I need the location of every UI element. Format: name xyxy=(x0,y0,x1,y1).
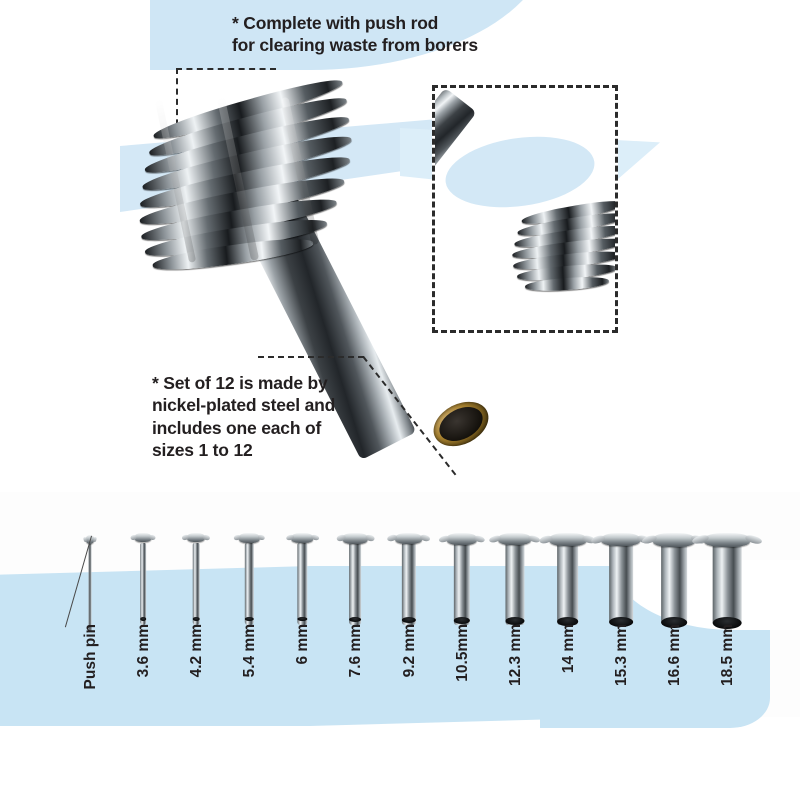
tool-wing-top xyxy=(134,533,152,543)
size-label: 14 mm xyxy=(559,624,577,674)
tool-wing-top xyxy=(497,533,532,546)
tool-wing-top xyxy=(239,533,260,543)
tool-wing-top xyxy=(652,533,695,547)
borer-tool xyxy=(156,533,236,629)
tool-bore-opening xyxy=(140,617,146,621)
tool-wing-top xyxy=(601,533,641,547)
tool-shaft xyxy=(608,543,633,625)
push-pin-tool xyxy=(50,533,130,635)
borer-tool xyxy=(528,533,608,629)
tool-bore-opening xyxy=(712,617,742,630)
borer-tool xyxy=(209,533,289,629)
tool-bore-opening xyxy=(453,617,470,624)
size-label: 15.3 mm xyxy=(612,624,630,687)
tool-shaft xyxy=(88,543,92,631)
size-label: 6 mm xyxy=(294,624,312,665)
tool-shaft xyxy=(453,543,470,625)
tool-shaft xyxy=(245,543,254,625)
tool-bore-opening xyxy=(245,617,254,621)
tool-shaft xyxy=(401,543,416,625)
tool-wing-top xyxy=(343,533,368,544)
tool-bore-opening xyxy=(556,617,579,627)
size-label: 16.6 mm xyxy=(665,624,683,687)
tool-shaft xyxy=(661,543,687,625)
inset-detail-box xyxy=(432,85,618,333)
inset-background-shape xyxy=(440,127,600,217)
tool-bore-opening xyxy=(401,617,416,623)
size-label: 10.5mm xyxy=(453,624,471,682)
tool-bore-opening xyxy=(505,617,525,625)
borer-tool xyxy=(634,533,714,629)
callout-leader-top-vertical xyxy=(176,68,178,146)
tool-shaft xyxy=(505,543,525,625)
borer-tool xyxy=(103,533,183,629)
tool-wing-top xyxy=(187,533,206,543)
size-label: 12.3 mm xyxy=(506,624,524,687)
size-label: 3.6 mm xyxy=(135,624,153,678)
tool-shaft xyxy=(712,543,742,625)
borer-tool xyxy=(422,533,502,629)
callout-leader-top-horizontal xyxy=(176,68,276,70)
borer-tool xyxy=(687,533,767,630)
tool-bore-opening xyxy=(297,617,307,621)
tool-bore-opening xyxy=(608,617,633,627)
pin-head xyxy=(85,535,95,544)
tool-wing-top xyxy=(394,533,423,545)
tool-shaft xyxy=(140,543,146,625)
tool-wing-top xyxy=(291,533,314,544)
pin-tip xyxy=(88,625,92,631)
borer-tool xyxy=(369,533,449,629)
tool-shaft xyxy=(192,543,200,625)
size-label: Push pin xyxy=(82,624,99,690)
tool-bore-opening xyxy=(661,617,687,628)
tool-wing-top xyxy=(549,533,587,546)
tool-shaft xyxy=(349,543,362,625)
borer-tool xyxy=(475,533,555,629)
callout-leader-bottom-horizontal xyxy=(258,356,364,358)
borer-head xyxy=(137,73,368,276)
callout-text-set-of-12: * Set of 12 is made by nickel-plated ste… xyxy=(152,373,336,461)
size-label: 4.2 mm xyxy=(188,624,206,678)
tool-bore-opening xyxy=(349,617,362,622)
size-label: 9.2 mm xyxy=(400,624,418,678)
borer-tool xyxy=(315,533,395,629)
callout-text-push-rod: * Complete with push rod for clearing wa… xyxy=(232,13,478,56)
tool-wing-top xyxy=(704,533,750,548)
tool-bore-opening xyxy=(192,617,200,621)
size-label: 18.5 mm xyxy=(719,624,736,687)
borer-tool xyxy=(581,533,661,629)
inset-borer-head xyxy=(511,197,615,314)
tool-shaft xyxy=(297,543,307,625)
size-label: 7.6 mm xyxy=(347,624,365,678)
borer-tool xyxy=(262,533,342,629)
size-label: 5.4 mm xyxy=(241,624,259,678)
tool-shaft xyxy=(556,543,579,625)
tool-wing-top xyxy=(446,533,477,545)
